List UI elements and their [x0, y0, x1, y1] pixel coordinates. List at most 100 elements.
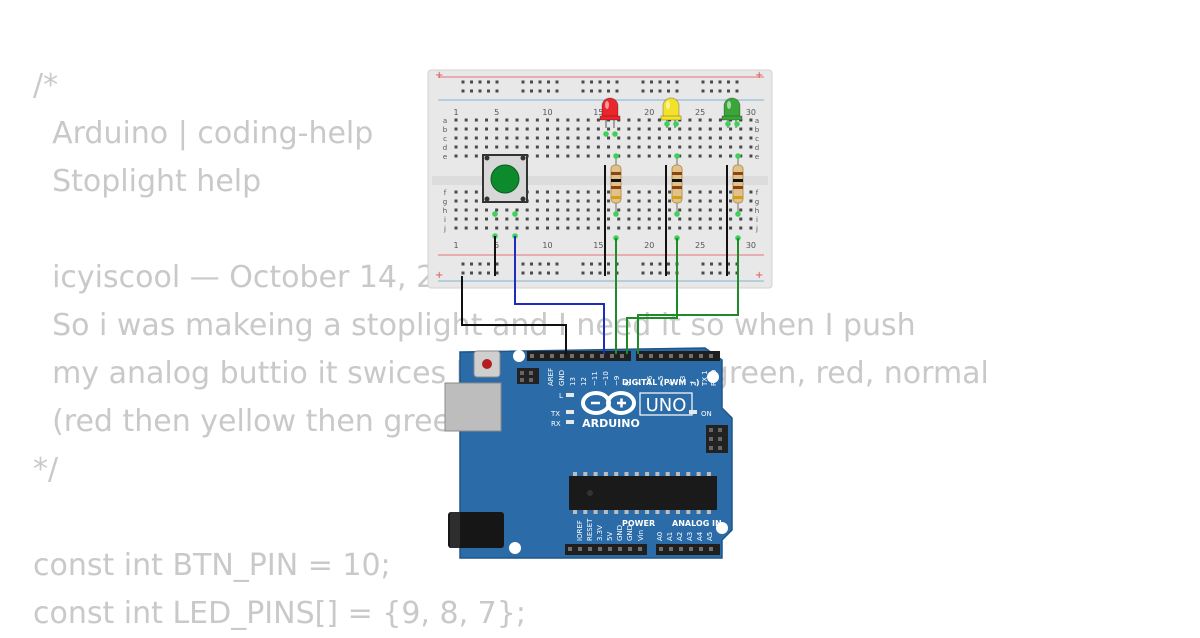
breadboard-hole[interactable]	[637, 136, 641, 140]
power-rail-hole[interactable]	[667, 89, 670, 93]
breadboard-hole[interactable]	[688, 199, 692, 203]
power-rail-hole[interactable]	[478, 262, 482, 266]
breadboard-hole[interactable]	[729, 199, 733, 203]
power-rail-hole[interactable]	[641, 89, 645, 93]
breadboard-hole[interactable]	[566, 190, 570, 194]
breadboard-hole[interactable]	[464, 199, 468, 203]
breadboard-hole[interactable]	[556, 154, 560, 158]
breadboard-hole[interactable]	[678, 208, 682, 212]
pushbutton-cap[interactable]	[490, 164, 520, 194]
breadboard-hole[interactable]	[576, 127, 580, 131]
breadboard-hole[interactable]	[607, 199, 611, 203]
power-rail-hole[interactable]	[615, 80, 619, 84]
breadboard-hole[interactable]	[556, 127, 560, 131]
breadboard-hole[interactable]	[718, 136, 722, 140]
power-rail-hole[interactable]	[478, 89, 482, 93]
power-rail-hole[interactable]	[641, 262, 645, 266]
power-rail-hole[interactable]	[710, 80, 713, 84]
components[interactable]	[482, 97, 744, 241]
breadboard-hole[interactable]	[688, 145, 692, 149]
power-rail-hole[interactable]	[615, 89, 619, 93]
power-rail-hole[interactable]	[487, 271, 490, 275]
breadboard-hole[interactable]	[698, 190, 702, 194]
power-rail-hole[interactable]	[521, 89, 525, 93]
power-rail-hole[interactable]	[478, 80, 482, 84]
power-rail-hole[interactable]	[487, 89, 490, 93]
power-rail-hole[interactable]	[590, 89, 593, 93]
breadboard-hole[interactable]	[576, 154, 580, 158]
breadboard-hole[interactable]	[454, 145, 458, 149]
breadboard-hole[interactable]	[678, 127, 682, 131]
power-rail-hole[interactable]	[727, 80, 730, 84]
power-rail-hole[interactable]	[530, 271, 533, 275]
red-led[interactable]	[599, 97, 621, 128]
wire-green-led-pin7[interactable]	[637, 238, 739, 354]
breadboard-hole[interactable]	[688, 136, 692, 140]
breadboard-hole[interactable]	[698, 208, 702, 212]
breadboard-hole[interactable]	[749, 145, 753, 149]
breadboard-hole[interactable]	[485, 127, 489, 131]
breadboard-hole[interactable]	[495, 118, 499, 122]
pushbutton[interactable]	[482, 154, 528, 203]
breadboard-hole[interactable]	[596, 145, 600, 149]
breadboard-hole[interactable]	[525, 217, 529, 221]
breadboard-hole[interactable]	[505, 208, 509, 212]
wire-yellow-led-pin8[interactable]	[626, 238, 678, 354]
breadboard-hole[interactable]	[627, 127, 631, 131]
breadboard-hole[interactable]	[515, 208, 519, 212]
breadboard-hole[interactable]	[556, 145, 560, 149]
breadboard-hole[interactable]	[749, 208, 753, 212]
breadboard-hole[interactable]	[668, 136, 672, 140]
power-rail-hole[interactable]	[710, 271, 713, 275]
breadboard-hole[interactable]	[698, 118, 702, 122]
breadboard-hole[interactable]	[617, 208, 621, 212]
power-rail-hole[interactable]	[530, 80, 533, 84]
power-rail-hole[interactable]	[727, 262, 730, 266]
breadboard-hole[interactable]	[668, 154, 672, 158]
power-rail-hole[interactable]	[590, 271, 593, 275]
breadboard-hole[interactable]	[596, 118, 600, 122]
power-rail-hole[interactable]	[735, 89, 739, 93]
power-rail-hole[interactable]	[727, 271, 730, 275]
breadboard-hole[interactable]	[637, 118, 641, 122]
power-rail-hole[interactable]	[461, 89, 465, 93]
leds[interactable]	[599, 97, 743, 128]
breadboard-hole[interactable]	[576, 136, 580, 140]
breadboard-hole[interactable]	[464, 118, 468, 122]
breadboard-hole[interactable]	[607, 208, 611, 212]
power-rail-hole[interactable]	[581, 80, 585, 84]
breadboard-hole[interactable]	[708, 127, 712, 131]
breadboard-hole[interactable]	[688, 154, 692, 158]
resistors[interactable]	[610, 156, 744, 214]
breadboard-hole[interactable]	[596, 226, 600, 230]
breadboard-hole[interactable]	[739, 226, 743, 230]
breadboard-hole[interactable]	[495, 136, 499, 140]
breadboard-hole[interactable]	[708, 118, 712, 122]
power-rail-hole[interactable]	[470, 262, 473, 266]
breadboard-hole[interactable]	[688, 226, 692, 230]
power-rail-hole[interactable]	[555, 262, 559, 266]
breadboard-hole[interactable]	[454, 127, 458, 131]
power-rail-hole[interactable]	[461, 262, 465, 266]
breadboard-hole[interactable]	[566, 208, 570, 212]
power-rail-hole[interactable]	[495, 271, 499, 275]
breadboard-hole[interactable]	[515, 226, 519, 230]
breadboard-hole[interactable]	[627, 199, 631, 203]
breadboard-hole[interactable]	[586, 217, 590, 221]
digital-header-right[interactable]	[636, 351, 720, 361]
power-rail-hole[interactable]	[735, 80, 739, 84]
breadboard-hole[interactable]	[627, 145, 631, 149]
power-rail-hole[interactable]	[598, 80, 602, 84]
breadboard-hole[interactable]	[698, 226, 702, 230]
breadboard-hole[interactable]	[718, 226, 722, 230]
power-rail-hole[interactable]	[547, 80, 550, 84]
breadboard-hole[interactable]	[657, 136, 661, 140]
breadboard-hole[interactable]	[576, 145, 580, 149]
wire-gnd[interactable]	[461, 276, 567, 354]
breadboard-hole[interactable]	[749, 226, 753, 230]
breadboard-hole[interactable]	[586, 154, 590, 158]
breadboard-hole[interactable]	[718, 154, 722, 158]
power-rail-hole[interactable]	[607, 80, 610, 84]
breadboard-hole[interactable]	[607, 145, 611, 149]
power-rail-hole[interactable]	[710, 262, 713, 266]
